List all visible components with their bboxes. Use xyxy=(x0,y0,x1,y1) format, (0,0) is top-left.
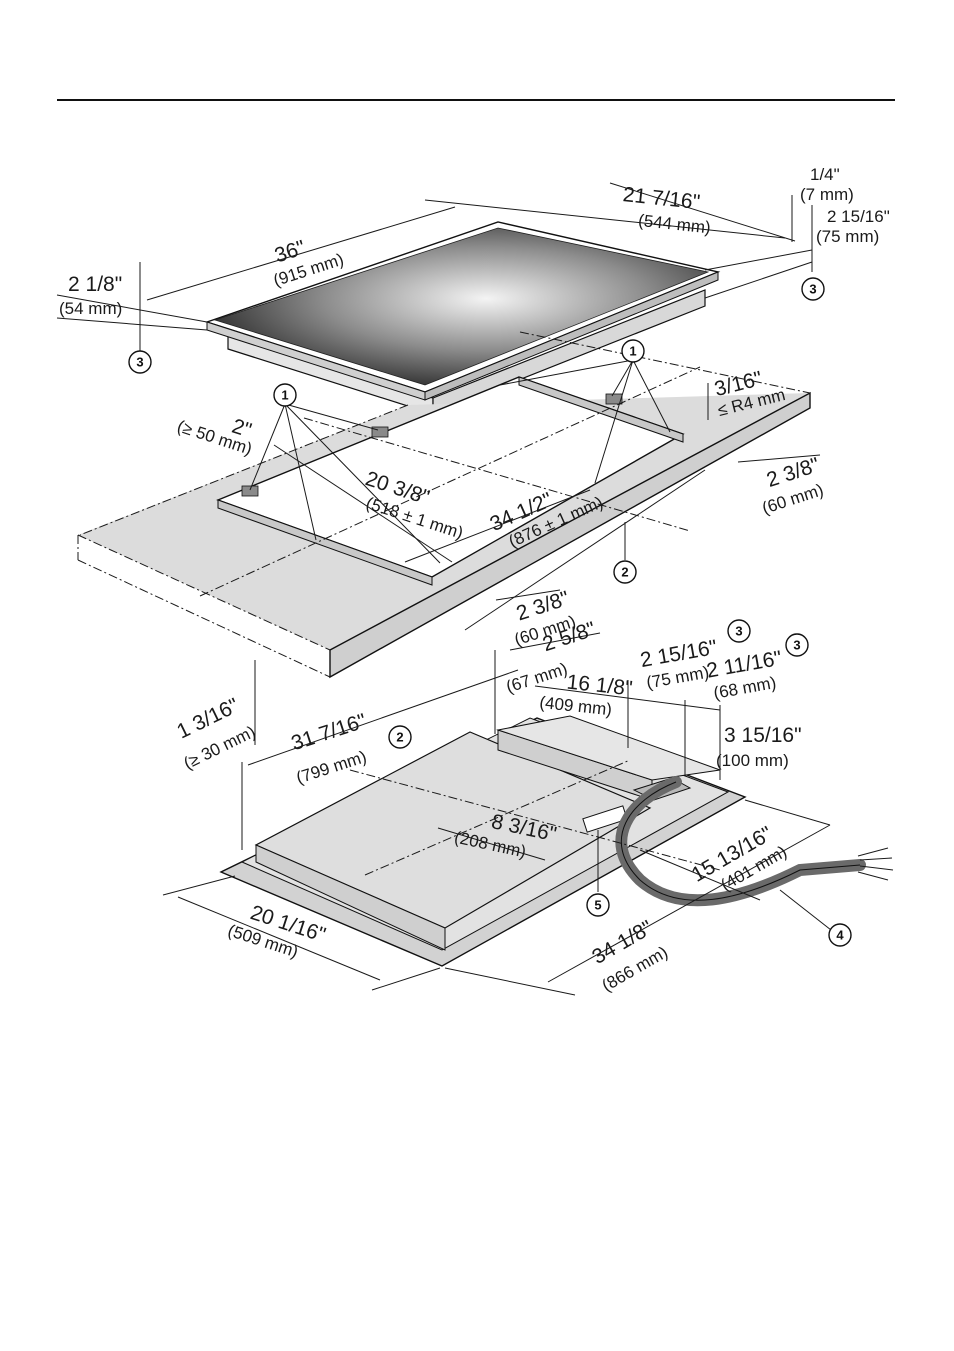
mounting-clip-left xyxy=(241,485,259,497)
callout-3-label: 3 xyxy=(136,355,143,370)
hob-height-label: 2 1/8" xyxy=(68,273,122,296)
callout-circle-1-right: 1 xyxy=(621,339,645,363)
frame-thickness-mm-label: (7 mm) xyxy=(800,185,854,204)
callout-3-label: 3 xyxy=(809,282,816,297)
callout-circle-5: 5 xyxy=(586,893,610,917)
callout-circle-3-top-left: 3 xyxy=(128,350,152,374)
hob-depth-label: 21 7/16" xyxy=(622,183,702,214)
frame-thickness-label: 1/4" xyxy=(810,165,840,184)
hob-dimension-labels: 36" (915 mm) 21 7/16" (544 mm) 2 1/8" (5… xyxy=(59,165,890,318)
base-length-mm-label: (799 mm) xyxy=(294,747,369,788)
offset-a-mm-label: (67 mm) xyxy=(504,659,570,697)
worktop-cutout xyxy=(77,331,811,679)
callout-circle-3-top-right: 3 xyxy=(801,277,825,301)
callout-3-label: 3 xyxy=(793,638,800,653)
below-top-label: 2 15/16" xyxy=(827,207,890,226)
mounting-clip-center xyxy=(371,426,389,438)
callout-circle-4: 4 xyxy=(828,923,852,947)
hob-depth-mm-label: (544 mm) xyxy=(637,211,711,237)
callout-1-label: 1 xyxy=(629,344,636,359)
callout-circle-2-base: 2 xyxy=(388,725,412,749)
offset-100-label: 3 15/16" xyxy=(724,724,802,747)
callout-3-label: 3 xyxy=(735,624,742,639)
callout-1-label: 1 xyxy=(281,388,288,403)
mounting-clip-right xyxy=(605,393,623,405)
callout-4-label: 4 xyxy=(836,928,844,943)
worktop-dimension-lines xyxy=(199,366,821,745)
callout-5-label: 5 xyxy=(594,898,601,913)
offset-100-mm-label: (100 mm) xyxy=(716,751,789,770)
hob-dimension-lines xyxy=(56,182,813,352)
below-top-mm-label: (75 mm) xyxy=(816,227,879,246)
callout-2-label: 2 xyxy=(396,730,403,745)
hob-base-unit xyxy=(219,715,894,967)
callout-leader-lines xyxy=(249,359,671,564)
callout-circle-3-base-b: 3 xyxy=(785,633,809,657)
callout-circle-2-worktop: 2 xyxy=(613,560,637,584)
callout-2-label: 2 xyxy=(621,565,628,580)
callout-circle-1-left: 1 xyxy=(273,383,297,407)
hob-height-mm-label: (54 mm) xyxy=(59,299,122,318)
hob-cooktop xyxy=(204,221,721,415)
callout-circle-3-base-a: 3 xyxy=(727,619,751,643)
base-dimension-lines xyxy=(162,632,831,996)
